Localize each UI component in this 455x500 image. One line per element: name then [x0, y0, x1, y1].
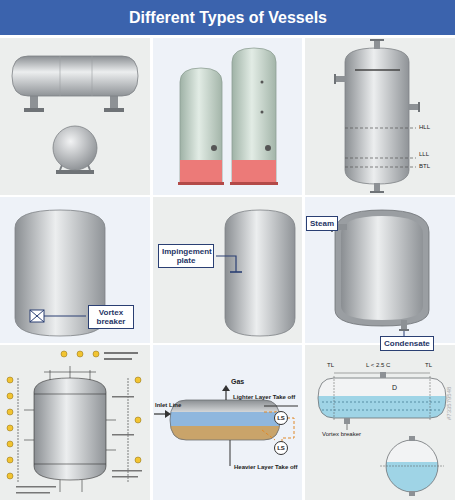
callout-box: Steam: [306, 216, 338, 231]
part-label: Heavier Layer Take off: [234, 464, 298, 471]
node-label: Vortex breaker: [92, 308, 130, 326]
part-label: Inlet Line: [155, 402, 181, 409]
callout-box: Condensate: [380, 336, 434, 351]
part-label: BTL: [419, 163, 430, 170]
part-label: TL: [425, 362, 432, 369]
part-label: TL: [327, 362, 334, 369]
part-label: HLL: [419, 124, 430, 131]
watermark-text: #733579548: [446, 387, 453, 420]
node-label: Steam: [310, 219, 334, 228]
callout-box: Vortex breaker: [88, 305, 134, 329]
callout-box: Impingement plate: [158, 244, 214, 268]
node-label: LS: [277, 445, 285, 451]
node-label: Impingement plate: [162, 247, 210, 265]
title-text: Different Types of Vessels: [129, 9, 327, 27]
level-switch: LS: [274, 441, 288, 455]
part-label: Gas: [231, 378, 244, 386]
level-switch: LS: [274, 411, 288, 425]
node-label: Condensate: [384, 339, 430, 348]
node-label: LS: [277, 415, 285, 421]
part-label: Vortex breaker: [322, 431, 361, 438]
part-label: D: [392, 384, 397, 392]
part-label: L < 2.5 C: [366, 362, 390, 369]
part-label: Lighter Layer Take off: [233, 394, 295, 401]
part-label: LLL: [419, 151, 429, 158]
